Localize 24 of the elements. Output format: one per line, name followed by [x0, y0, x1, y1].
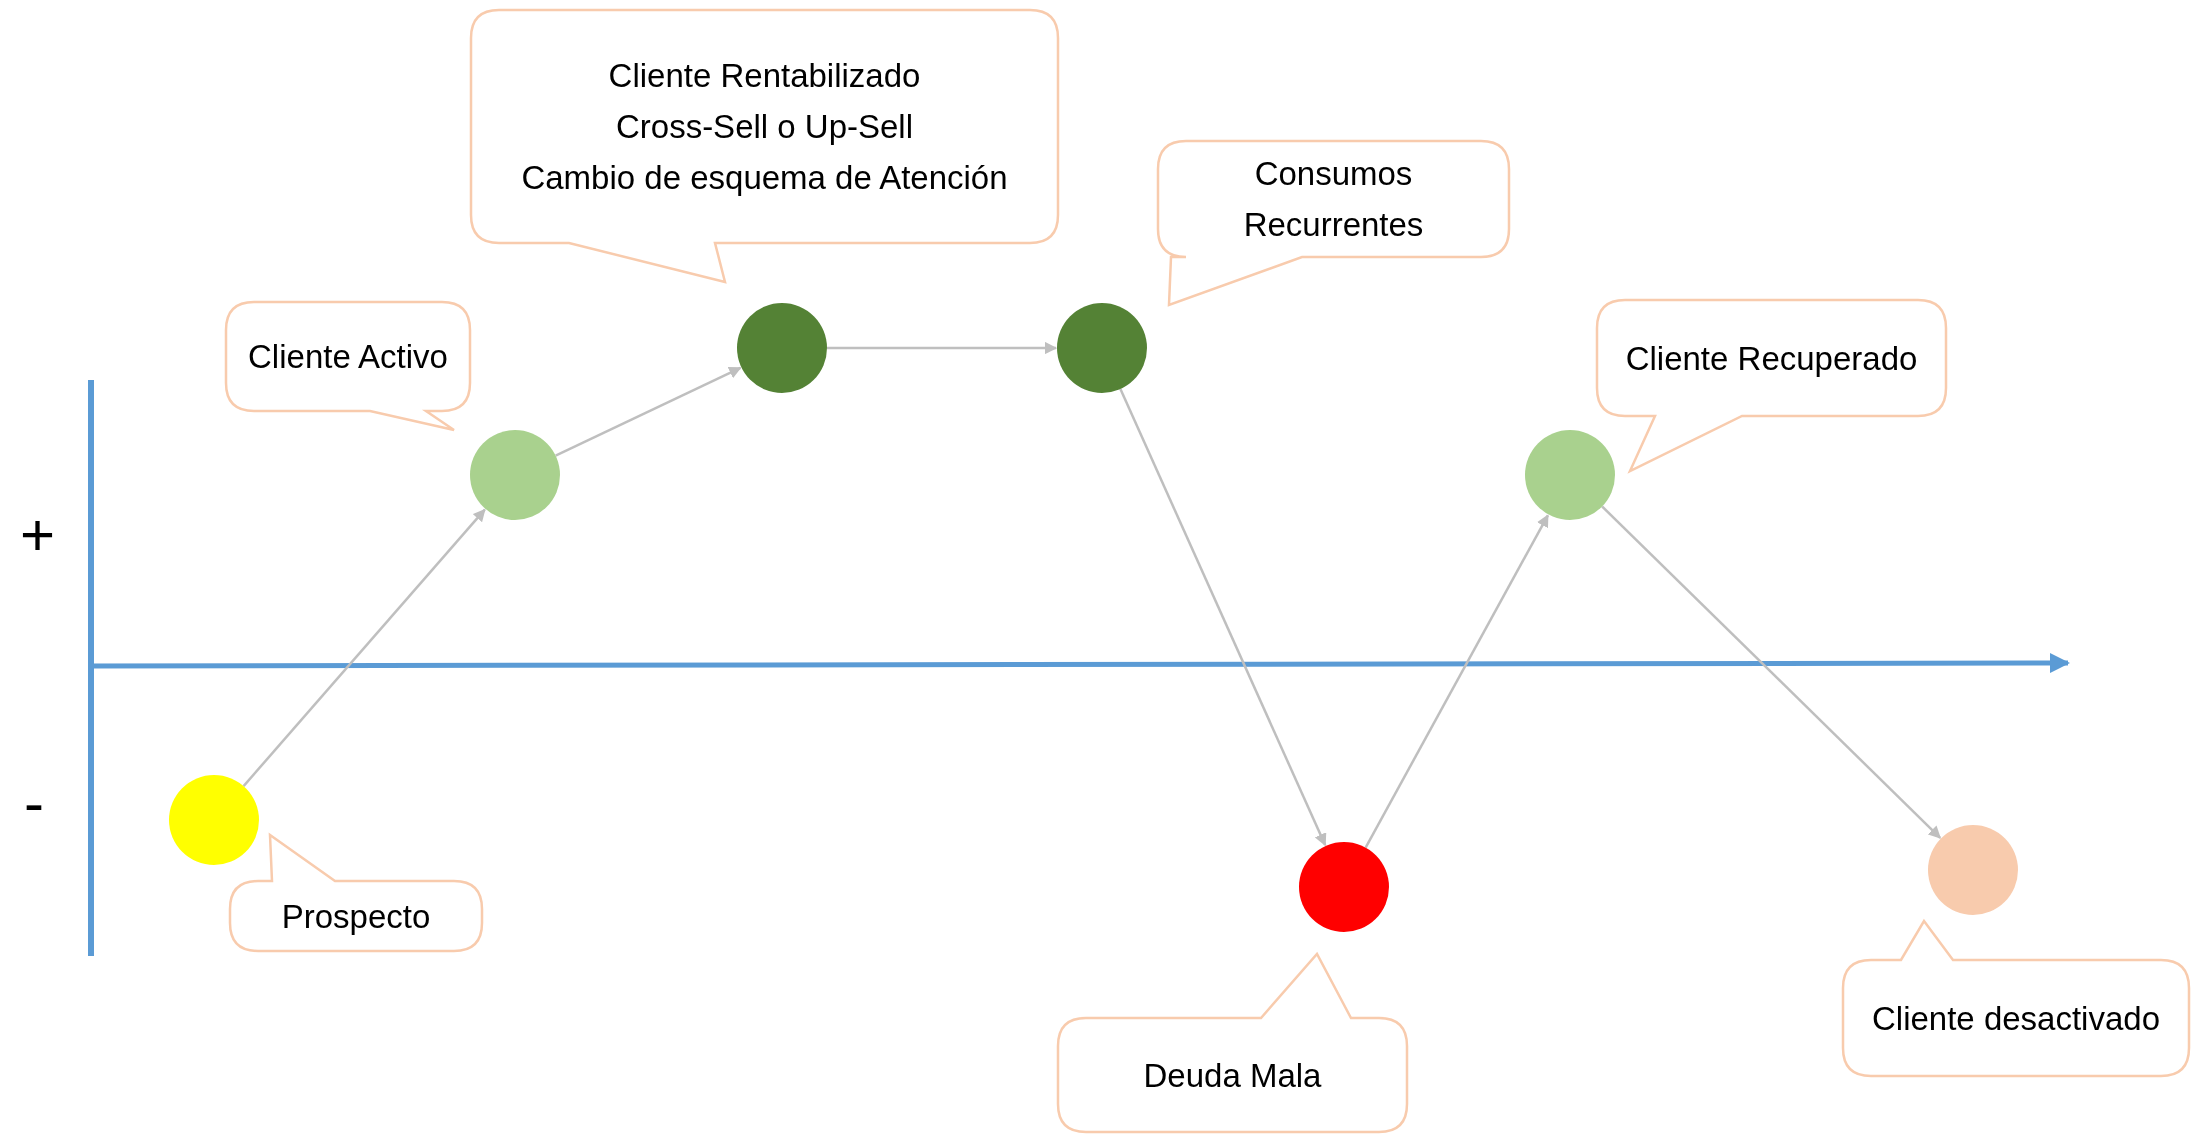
- callout-bubble: [226, 302, 470, 430]
- arrow: [1119, 388, 1327, 847]
- callout-bubble: [1843, 921, 2189, 1076]
- callout-text: Cliente desactivado: [1872, 998, 2160, 1039]
- arrow: [555, 366, 742, 457]
- arrow: [1364, 514, 1549, 849]
- axis-sign: +: [20, 505, 56, 565]
- axis-sign: -: [24, 773, 44, 833]
- callout-text: Deuda Mala: [1143, 1055, 1322, 1096]
- callout-text: Cliente Activo: [248, 337, 448, 377]
- callout-text: Cambio de esquema de Atención: [521, 158, 1008, 198]
- callout-text: Cross-Sell o Up-Sell: [615, 107, 914, 147]
- callout-text: Cliente Recuperado: [1625, 338, 1918, 379]
- callout-text: Consumos Recurrentes: [1242, 154, 1425, 245]
- callout-bubble: [471, 10, 1058, 282]
- callout-bubble: [1158, 141, 1509, 305]
- arrow: [827, 341, 1058, 355]
- callout-bubble: [1597, 300, 1946, 471]
- arrow: [1601, 505, 1942, 839]
- arrow: [242, 508, 486, 787]
- callout-bubble: [1058, 954, 1407, 1132]
- callout-text: Cliente Rentabilizado: [608, 56, 921, 96]
- callout-text: Prospecto: [281, 896, 431, 937]
- callout-bubble: [230, 835, 482, 951]
